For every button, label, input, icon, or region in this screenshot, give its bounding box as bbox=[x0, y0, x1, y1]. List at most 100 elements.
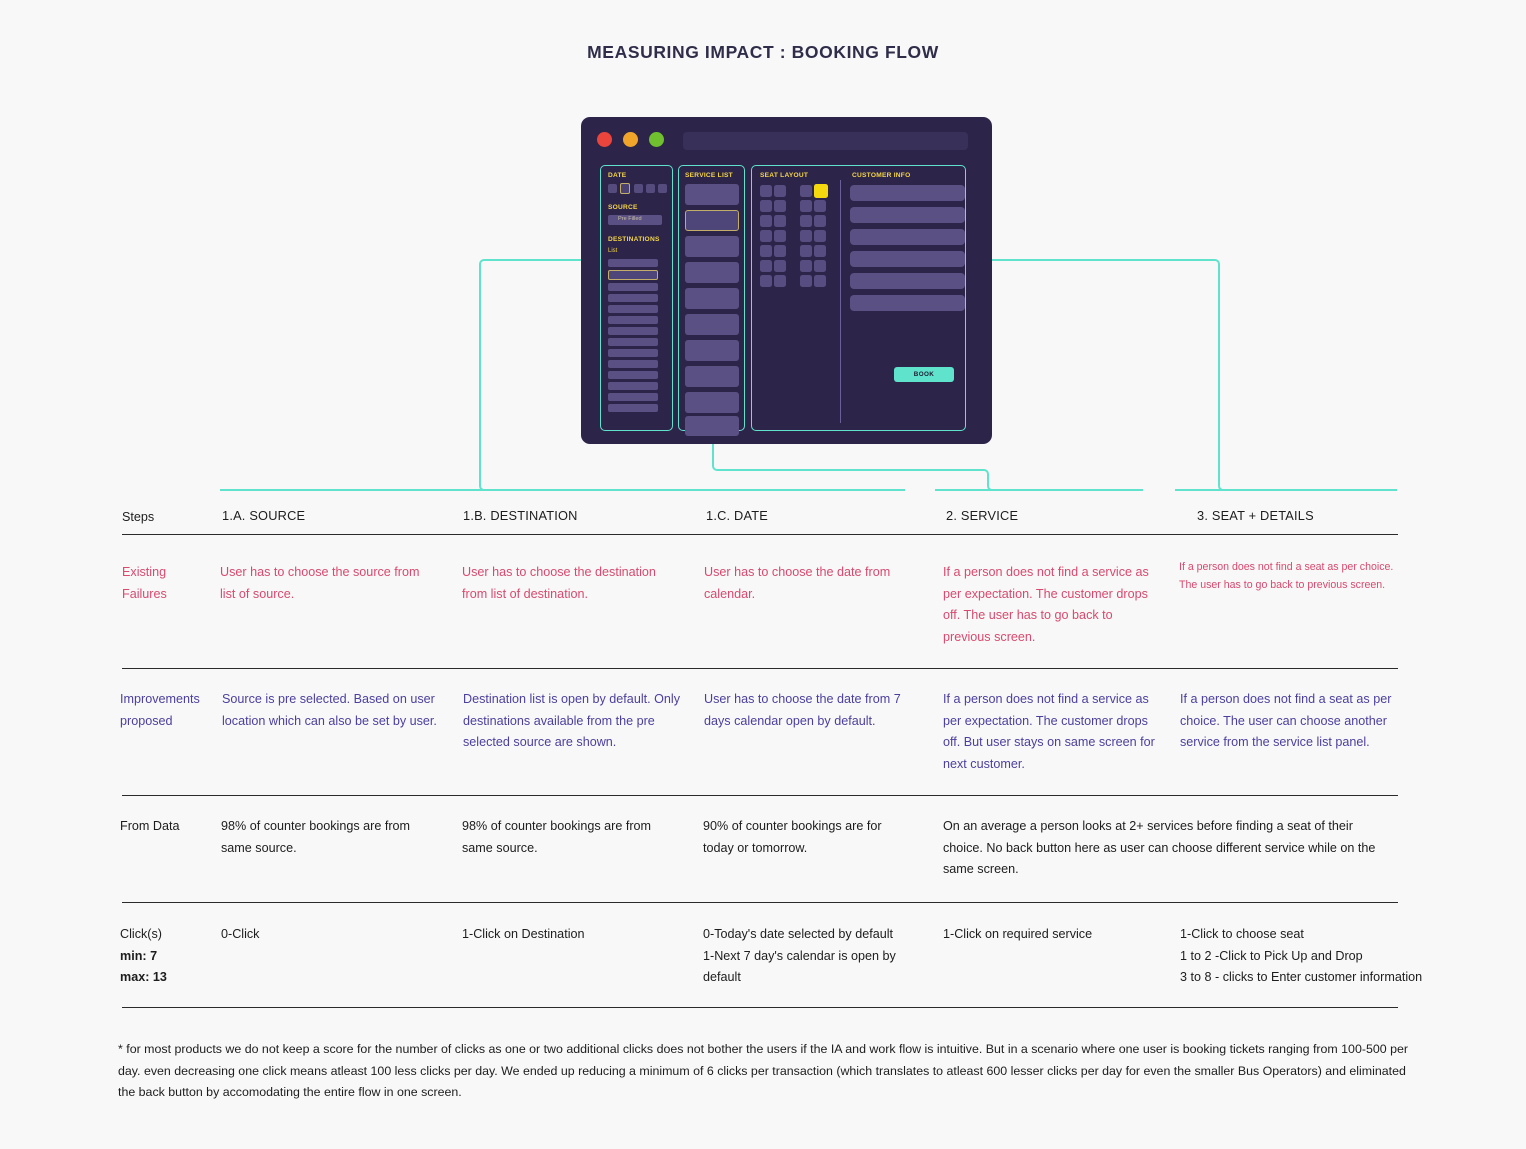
cell-improvements-seat: If a person does not find a seat as per … bbox=[1180, 692, 1392, 749]
destination-item[interactable] bbox=[608, 305, 658, 313]
minimize-icon[interactable] bbox=[623, 132, 638, 147]
seat[interactable] bbox=[800, 260, 812, 272]
row-label-line2: proposed bbox=[120, 713, 173, 728]
seat[interactable] bbox=[760, 275, 772, 287]
destination-item[interactable] bbox=[608, 371, 658, 379]
date-chip[interactable] bbox=[634, 184, 643, 193]
book-button[interactable]: BOOK bbox=[894, 367, 954, 382]
url-bar[interactable] bbox=[683, 132, 968, 150]
seat[interactable] bbox=[814, 275, 826, 287]
seat[interactable] bbox=[760, 245, 772, 257]
service-item[interactable] bbox=[685, 340, 739, 361]
customer-info-field[interactable] bbox=[850, 185, 965, 201]
service-item[interactable] bbox=[685, 288, 739, 309]
seat[interactable] bbox=[760, 260, 772, 272]
destination-item[interactable] bbox=[608, 360, 658, 368]
service-item[interactable] bbox=[685, 236, 739, 257]
seat[interactable] bbox=[800, 185, 812, 197]
step-header-service: 2. SERVICE bbox=[946, 508, 1019, 523]
seat[interactable] bbox=[814, 260, 826, 272]
seat[interactable] bbox=[800, 275, 812, 287]
service-list-label: SERVICE LIST bbox=[685, 172, 733, 179]
cell-improvements-service: If a person does not find a service as p… bbox=[943, 692, 1155, 771]
seat[interactable] bbox=[800, 200, 812, 212]
step-header-source: 1.A. SOURCE bbox=[222, 508, 306, 523]
cell-existing-failures-destination: User has to choose the destination from … bbox=[462, 565, 656, 601]
destination-item[interactable] bbox=[608, 283, 658, 291]
destination-item[interactable] bbox=[608, 382, 658, 390]
maximize-icon[interactable] bbox=[649, 132, 664, 147]
panel-seat-and-customer: SEAT LAYOUT CUSTOMER INFO bbox=[751, 165, 966, 431]
steps-row-label: Steps bbox=[122, 510, 155, 524]
row-label-min: min: 7 bbox=[120, 948, 158, 963]
seat[interactable] bbox=[774, 260, 786, 272]
row-label-clicks: Click(s) min: 7 max: 13 bbox=[120, 924, 167, 989]
service-item-selected[interactable] bbox=[685, 210, 739, 231]
close-icon[interactable] bbox=[597, 132, 612, 147]
destination-item[interactable] bbox=[608, 338, 658, 346]
seat[interactable] bbox=[800, 230, 812, 242]
seat[interactable] bbox=[814, 230, 826, 242]
step-header-destination: 1.B. DESTINATION bbox=[463, 508, 578, 523]
seat[interactable] bbox=[760, 200, 772, 212]
destination-item[interactable] bbox=[608, 316, 658, 324]
seat[interactable] bbox=[760, 185, 772, 197]
date-chip[interactable] bbox=[608, 184, 617, 193]
destination-item[interactable] bbox=[608, 327, 658, 335]
customer-info-field[interactable] bbox=[850, 251, 965, 267]
service-item[interactable] bbox=[685, 366, 739, 387]
row-label-max: max: 13 bbox=[120, 970, 167, 984]
service-item[interactable] bbox=[685, 416, 739, 436]
seat[interactable] bbox=[774, 185, 786, 197]
date-chip[interactable] bbox=[658, 184, 667, 193]
destinations-sublabel: List bbox=[608, 248, 618, 254]
seat[interactable] bbox=[814, 200, 826, 212]
seat[interactable] bbox=[774, 215, 786, 227]
seat[interactable] bbox=[814, 215, 826, 227]
footnote-text: * for most products we do not keep a sco… bbox=[118, 1042, 1408, 1099]
seat[interactable] bbox=[774, 200, 786, 212]
seat[interactable] bbox=[760, 215, 772, 227]
destination-item[interactable] bbox=[608, 349, 658, 357]
cell-existing-failures-seat: If a person does not find a seat as per … bbox=[1179, 561, 1394, 591]
service-item[interactable] bbox=[685, 184, 739, 205]
step-header-date: 1.C. DATE bbox=[706, 508, 769, 523]
destination-item[interactable] bbox=[608, 393, 658, 401]
service-item[interactable] bbox=[685, 392, 739, 413]
seat[interactable] bbox=[774, 230, 786, 242]
row-label-line2: Failures bbox=[122, 586, 167, 601]
seat[interactable] bbox=[800, 215, 812, 227]
row-label-line1: Click(s) bbox=[120, 927, 162, 941]
destination-item[interactable] bbox=[608, 404, 658, 412]
seat[interactable] bbox=[814, 245, 826, 257]
customer-info-field[interactable] bbox=[850, 207, 965, 223]
seat-layout-label: SEAT LAYOUT bbox=[760, 172, 809, 179]
seat[interactable] bbox=[760, 230, 772, 242]
row-label-improvements-proposed: Improvements proposed bbox=[120, 689, 200, 732]
cell-from-data-destination: 98% of counter bookings are from same so… bbox=[462, 819, 652, 855]
destination-item[interactable] bbox=[608, 259, 658, 267]
date-chip-selected[interactable] bbox=[620, 183, 630, 194]
seat[interactable] bbox=[800, 245, 812, 257]
seat[interactable] bbox=[774, 245, 786, 257]
seat[interactable] bbox=[774, 275, 786, 287]
customer-info-field[interactable] bbox=[850, 295, 965, 311]
destination-item-selected[interactable] bbox=[608, 270, 658, 280]
service-item[interactable] bbox=[685, 314, 739, 335]
seat-selected[interactable] bbox=[814, 184, 828, 198]
customer-info-field[interactable] bbox=[850, 229, 965, 245]
customer-info-label: CUSTOMER INFO bbox=[852, 172, 911, 179]
cell-improvements-source: Source is pre selected. Based on user lo… bbox=[222, 692, 437, 728]
cell-clicks-date: 0-Today's date selected by default 1-Nex… bbox=[703, 927, 896, 984]
row-label-existing-failures: Existing Failures bbox=[122, 562, 167, 605]
browser-mockup: DATE SOURCE Pre Filled DESTINATIONS List bbox=[581, 117, 992, 444]
service-item[interactable] bbox=[685, 262, 739, 283]
destination-item[interactable] bbox=[608, 294, 658, 302]
cell-existing-failures-date: User has to choose the date from calenda… bbox=[704, 565, 891, 601]
customer-info-field[interactable] bbox=[850, 273, 965, 289]
page-title: MEASURING IMPACT : BOOKING FLOW bbox=[587, 42, 939, 62]
row-label-line1: Existing bbox=[122, 565, 167, 579]
date-chip[interactable] bbox=[646, 184, 655, 193]
source-field[interactable] bbox=[608, 215, 662, 225]
cell-existing-failures-service: If a person does not find a service as p… bbox=[943, 565, 1149, 644]
